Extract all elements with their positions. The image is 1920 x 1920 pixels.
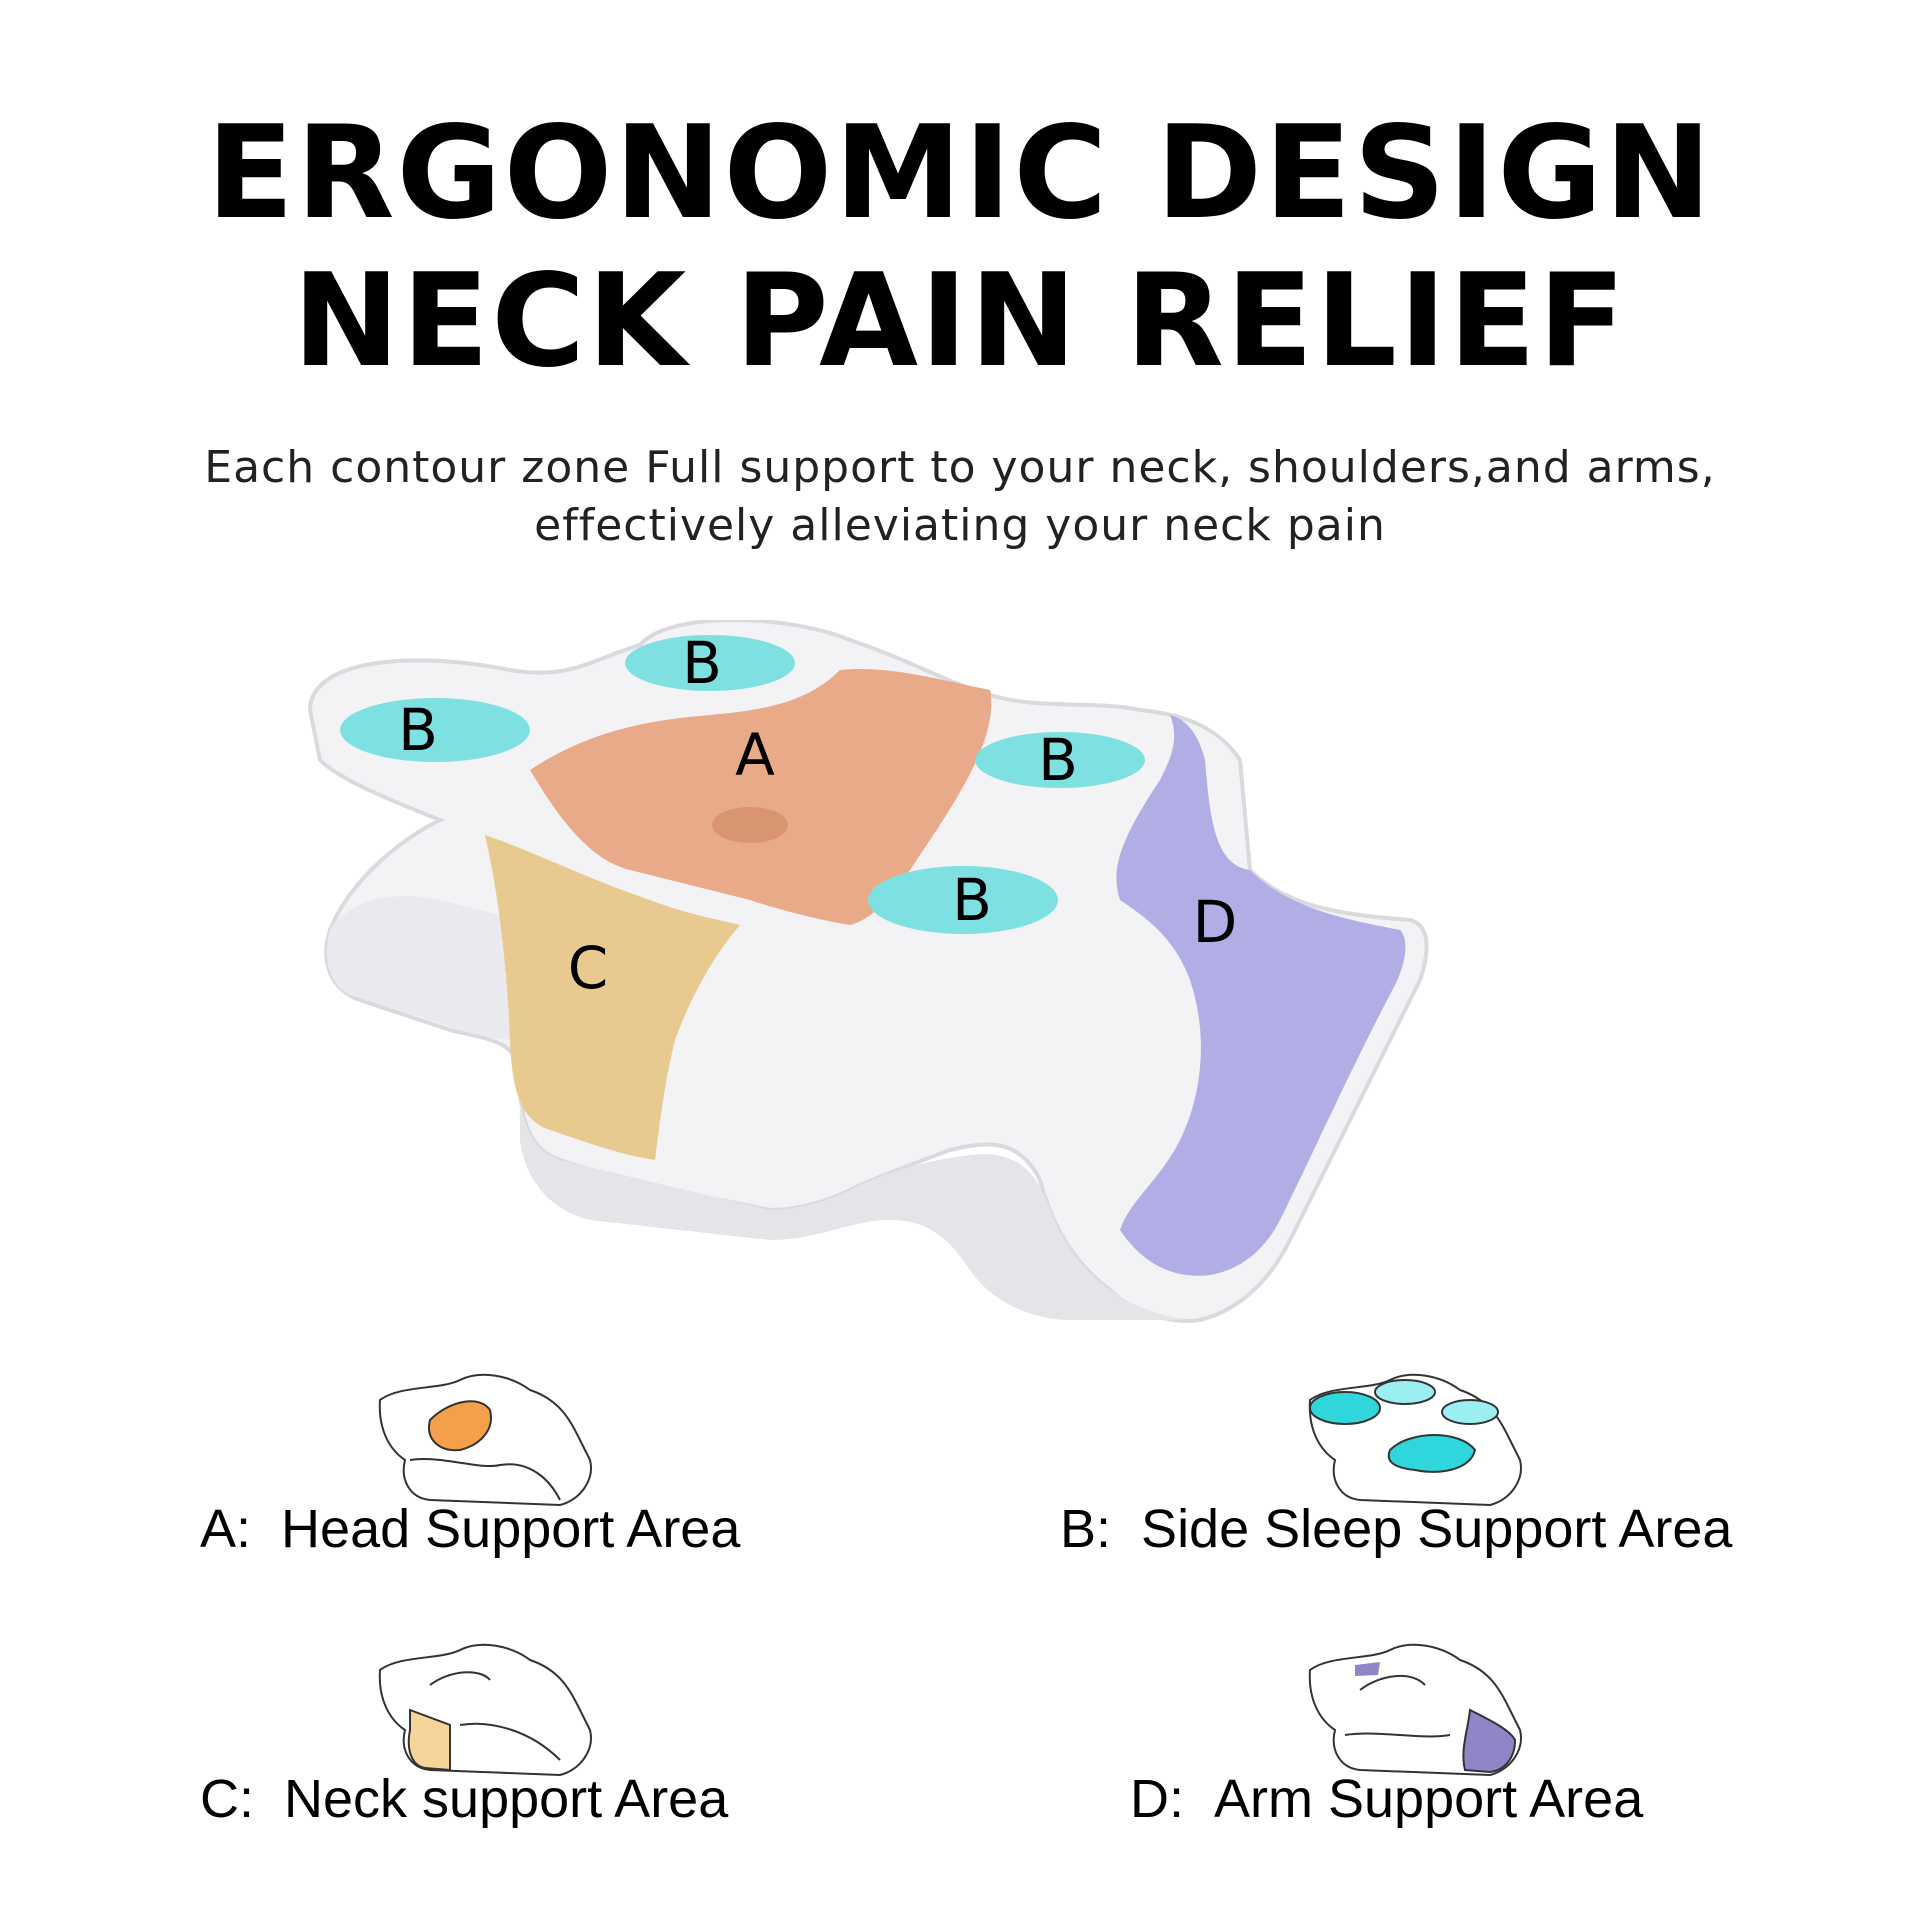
zone-side-sleep-top xyxy=(625,635,795,691)
subtitle-line-1: Each contour zone Full support to your n… xyxy=(204,442,1716,493)
page-title-line-1: ERGONOMIC DESIGN xyxy=(206,99,1714,248)
pillow-side-zone-icon xyxy=(1308,1373,1522,1507)
pillow-illustration: A B B B B C D xyxy=(307,620,1429,1323)
zone-label-b-front: B xyxy=(952,866,992,934)
pillow-left-wing-shadow xyxy=(326,896,520,1040)
page-title-line-2: NECK PAIN RELIEF xyxy=(292,247,1628,396)
zone-label-d: D xyxy=(1193,888,1238,956)
legend-item-d: D: Arm Support Area xyxy=(1130,1640,1730,1840)
legend-letter: A: xyxy=(200,1499,252,1559)
zone-label-a: A xyxy=(735,721,775,789)
zone-label-b-right: B xyxy=(1038,726,1078,794)
legend-letter: D: xyxy=(1130,1769,1184,1829)
zone-label-b-top: B xyxy=(682,629,722,697)
pillow-neck-zone-icon xyxy=(378,1643,592,1777)
subtitle-line-2: effectively alleviating your neck pain xyxy=(534,500,1386,551)
legend-item-b: B: Side Sleep Support Area xyxy=(1060,1370,1760,1570)
zone-side-sleep-front xyxy=(868,866,1058,934)
zone-label-c: C xyxy=(568,934,609,1002)
legend-label: Side Sleep Support Area xyxy=(1141,1499,1733,1559)
legend-letter: B: xyxy=(1060,1499,1112,1559)
zone-label-b-left: B xyxy=(398,696,438,764)
legend-letter: C: xyxy=(200,1769,254,1829)
legend-label: Arm Support Area xyxy=(1214,1769,1644,1829)
legend-label: Head Support Area xyxy=(281,1499,741,1559)
legend-item-a: A: Head Support Area xyxy=(200,1370,800,1570)
center-dimple xyxy=(712,807,788,843)
zone-neck-support xyxy=(485,835,740,1160)
pillow-front-face xyxy=(520,1080,1190,1320)
zone-side-sleep-left xyxy=(340,698,530,762)
pillow-head-zone-icon xyxy=(378,1373,592,1507)
zone-head-support xyxy=(530,669,992,925)
legend-item-c: C: Neck support Area xyxy=(200,1640,800,1840)
zone-arm-support xyxy=(1116,715,1406,1276)
legend-label: Neck support Area xyxy=(284,1769,729,1829)
pillow-arm-zone-icon xyxy=(1308,1643,1522,1777)
zone-side-sleep-right xyxy=(975,732,1145,788)
